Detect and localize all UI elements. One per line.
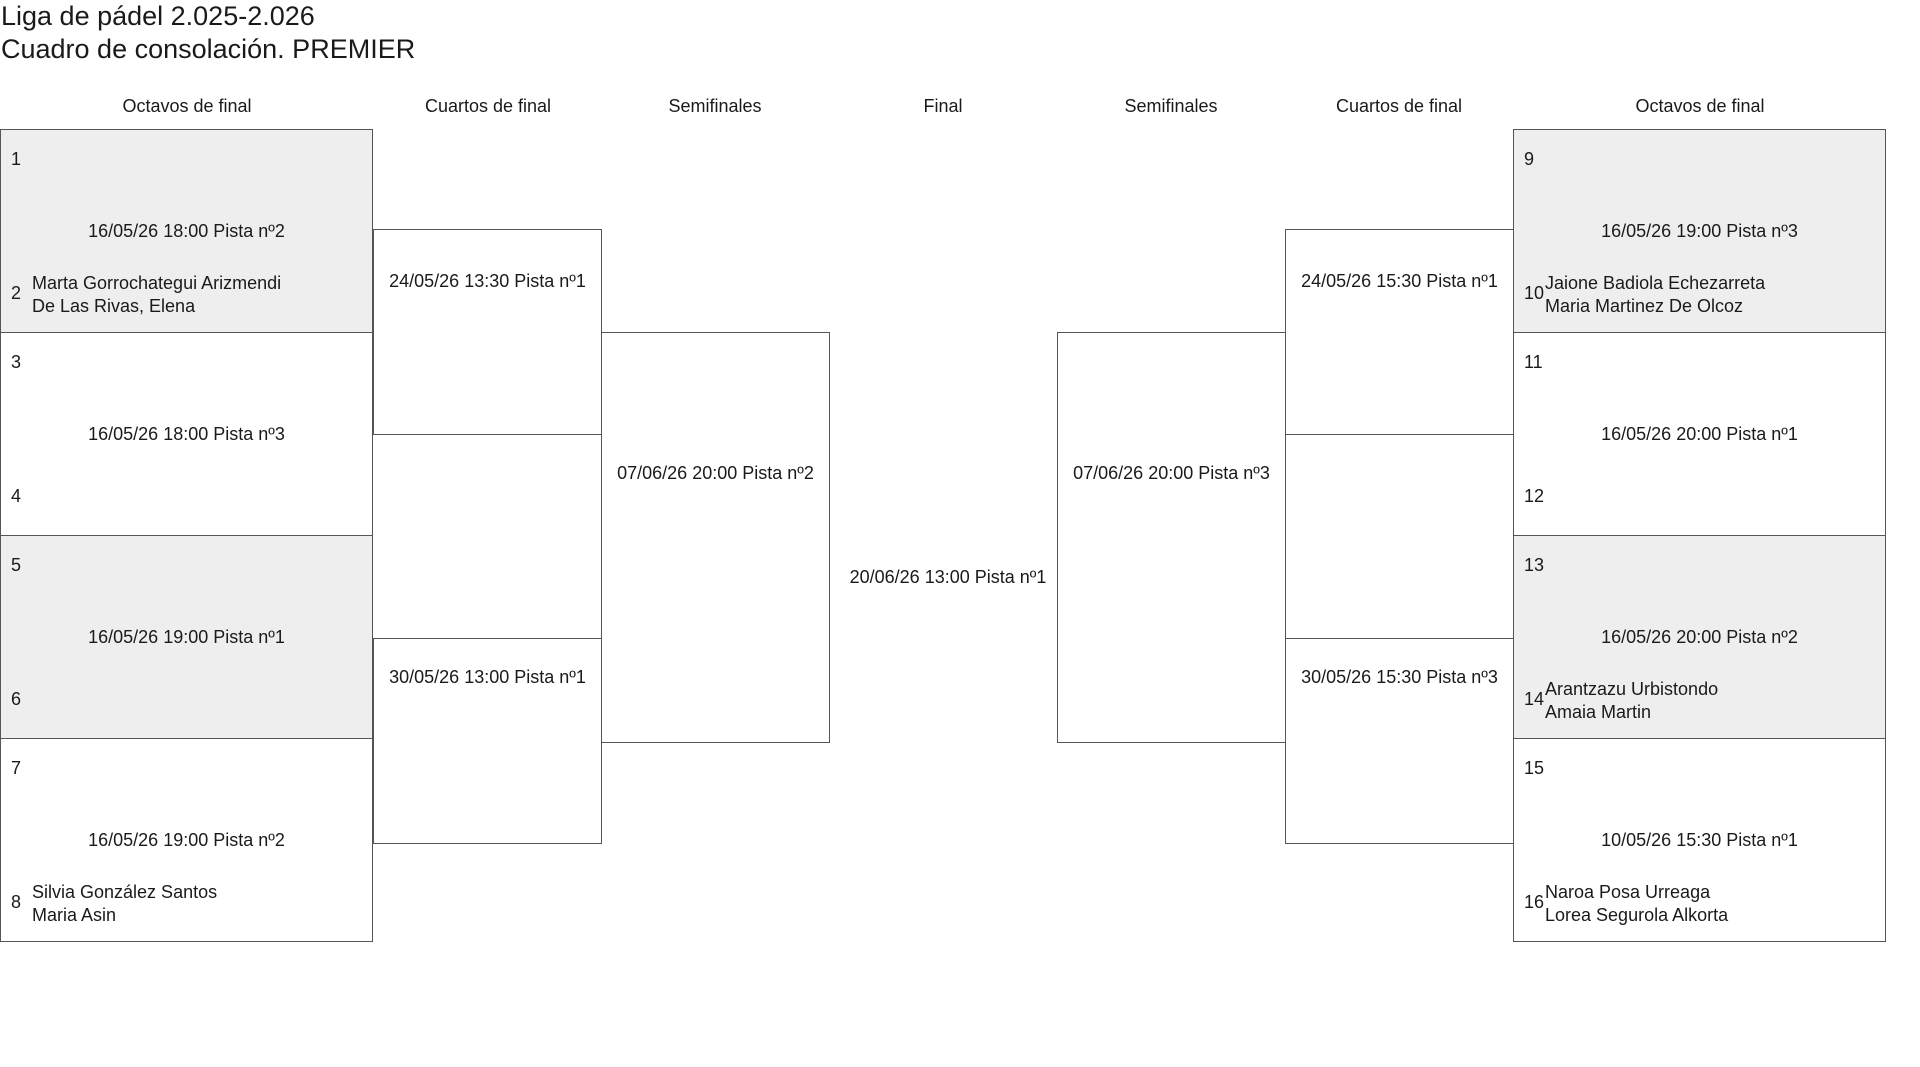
- match-right-sf[interactable]: 07/06/26 20:00 Pista nº3: [1057, 332, 1286, 743]
- match-right-r16-3[interactable]: 13 16/05/26 20:00 Pista nº2 14 Arantzazu…: [1513, 535, 1886, 739]
- seed-number: 9: [1524, 149, 1535, 169]
- header-left-qf: Cuartos de final: [424, 96, 552, 116]
- seed-number: 1: [11, 149, 22, 169]
- match-left-qf-2[interactable]: 30/05/26 13:00 Pista nº1: [373, 638, 602, 844]
- match-right-r16-2[interactable]: 11 16/05/26 20:00 Pista nº1 12: [1513, 332, 1886, 536]
- player-name: Naroa Posa Urreaga: [1545, 882, 1711, 902]
- match-schedule: 16/05/26 18:00 Pista nº2: [88, 221, 285, 241]
- match-schedule: 16/05/26 20:00 Pista nº1: [1601, 424, 1798, 444]
- match-left-r16-2[interactable]: 3 16/05/26 18:00 Pista nº3 4: [0, 332, 373, 536]
- final-schedule[interactable]: 20/06/26 13:00 Pista nº1: [849, 567, 1047, 587]
- player-name: Maria Asin: [32, 905, 117, 925]
- match-schedule: 16/05/26 18:00 Pista nº3: [88, 424, 285, 444]
- header-left-sf: Semifinales: [668, 96, 762, 116]
- seed-number: 14: [1524, 689, 1545, 709]
- seed-number: 3: [11, 352, 22, 372]
- match-left-r16-1[interactable]: 1 16/05/26 18:00 Pista nº2 2 Marta Gorro…: [0, 129, 373, 333]
- match-right-qf-1[interactable]: 24/05/26 15:30 Pista nº1: [1285, 229, 1514, 435]
- seed-number: 10: [1524, 283, 1545, 303]
- match-right-r16-1[interactable]: 9 16/05/26 19:00 Pista nº3 10 Jaione Bad…: [1513, 129, 1886, 333]
- match-schedule: 30/05/26 15:30 Pista nº3: [1301, 667, 1498, 687]
- match-left-r16-4[interactable]: 7 16/05/26 19:00 Pista nº2 8 Silvia Gonz…: [0, 738, 373, 942]
- seed-number: 15: [1524, 758, 1545, 778]
- team-name: Marta Gorrochategui Arizmendi De Las Riva…: [32, 272, 281, 318]
- header-left-r16: Octavos de final: [122, 96, 252, 116]
- match-schedule: 24/05/26 13:30 Pista nº1: [389, 271, 586, 291]
- match-schedule: 16/05/26 20:00 Pista nº2: [1601, 627, 1798, 647]
- seed-number: 2: [11, 283, 22, 303]
- seed-number: 12: [1524, 486, 1545, 506]
- page-title: Liga de pádel 2.025-2.026: [1, 1, 315, 31]
- seed-number: 5: [11, 555, 22, 575]
- match-schedule: 07/06/26 20:00 Pista nº2: [617, 463, 814, 483]
- match-schedule: 07/06/26 20:00 Pista nº3: [1073, 463, 1270, 483]
- player-name: Maria Martinez De Olcoz: [1545, 296, 1744, 316]
- match-left-qf-1[interactable]: 24/05/26 13:30 Pista nº1: [373, 229, 602, 435]
- match-right-qf-2[interactable]: 30/05/26 15:30 Pista nº3: [1285, 638, 1514, 844]
- seed-number: 4: [11, 486, 22, 506]
- header-right-qf: Cuartos de final: [1335, 96, 1463, 116]
- player-name: De Las Rivas, Elena: [32, 296, 196, 316]
- match-right-r16-4[interactable]: 15 10/05/26 15:30 Pista nº1 16 Naroa Pos…: [1513, 738, 1886, 942]
- match-schedule: 30/05/26 13:00 Pista nº1: [389, 667, 586, 687]
- player-name: Silvia González Santos: [32, 882, 218, 902]
- header-final: Final: [923, 96, 963, 116]
- match-schedule: 10/05/26 15:30 Pista nº1: [1601, 830, 1798, 850]
- player-name: Arantzazu Urbistondo: [1545, 679, 1719, 699]
- match-schedule: 16/05/26 19:00 Pista nº1: [88, 627, 285, 647]
- match-left-r16-3[interactable]: 5 16/05/26 19:00 Pista nº1 6: [0, 535, 373, 739]
- player-name: Marta Gorrochategui Arizmendi: [32, 273, 282, 293]
- seed-number: 7: [11, 758, 22, 778]
- seed-number: 8: [11, 892, 22, 912]
- header-right-sf: Semifinales: [1124, 96, 1218, 116]
- match-schedule: 16/05/26 19:00 Pista nº2: [88, 830, 285, 850]
- page-subtitle: Cuadro de consolación. PREMIER: [1, 34, 416, 64]
- match-schedule: 24/05/26 15:30 Pista nº1: [1301, 271, 1498, 291]
- match-left-sf[interactable]: 07/06/26 20:00 Pista nº2: [601, 332, 830, 743]
- seed-number: 11: [1524, 352, 1543, 372]
- header-right-r16: Octavos de final: [1635, 96, 1765, 116]
- player-name: Jaione Badiola Echezarreta: [1545, 273, 1766, 293]
- player-name: Amaia Martin: [1545, 702, 1652, 722]
- seed-number: 6: [11, 689, 22, 709]
- match-schedule: 16/05/26 19:00 Pista nº3: [1601, 221, 1798, 241]
- player-name: Lorea Segurola Alkorta: [1545, 905, 1729, 925]
- seed-number: 16: [1524, 892, 1545, 912]
- seed-number: 13: [1524, 555, 1545, 575]
